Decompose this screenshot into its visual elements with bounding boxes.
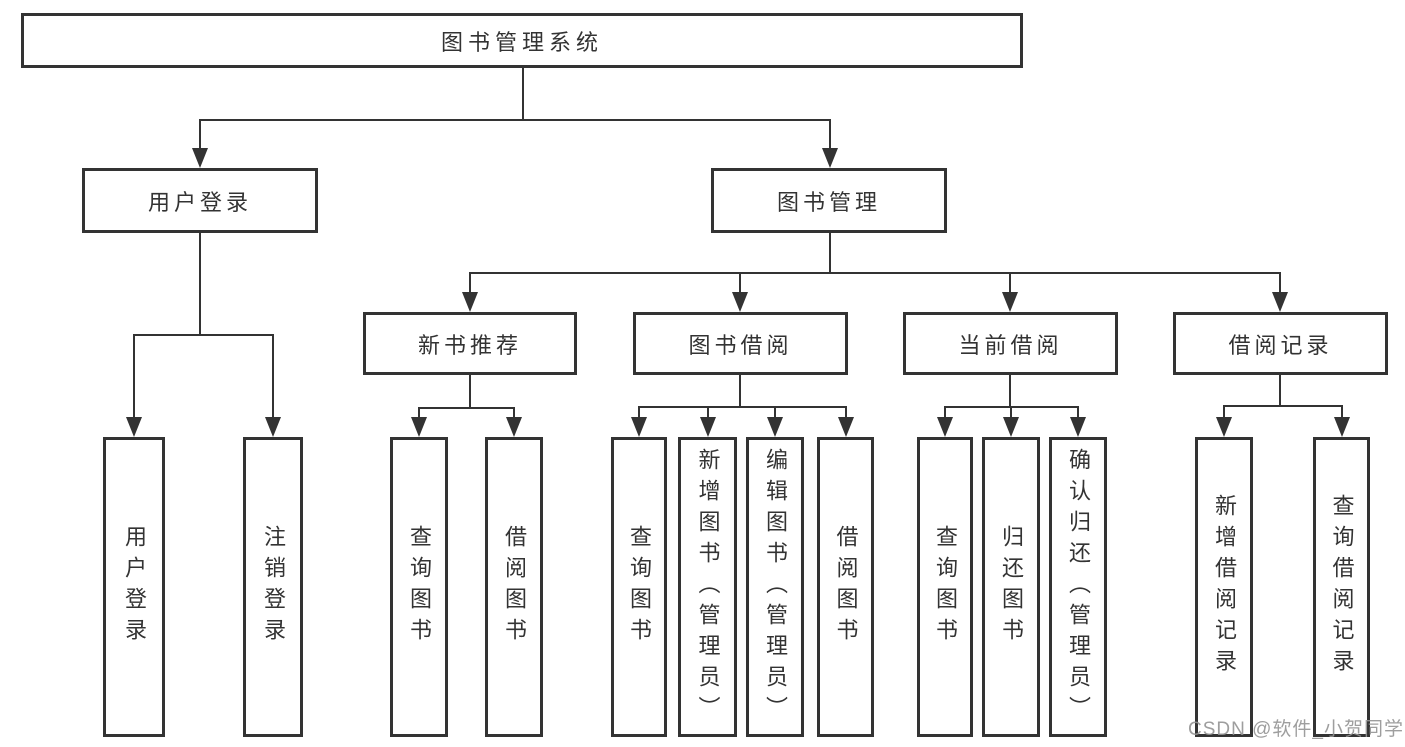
connector-arm	[637, 407, 641, 421]
arrowhead-down-icon	[126, 417, 142, 437]
connector-arm	[706, 407, 710, 421]
arrowhead-down-icon	[732, 292, 748, 312]
connector-arm	[1222, 406, 1226, 421]
connector-branch	[132, 333, 275, 337]
connector-arm	[512, 408, 516, 421]
node-label-nbr-borrow: 借阅图书	[502, 525, 527, 649]
connector-arm	[417, 408, 421, 421]
node-label-cb-return: 归还图书	[999, 525, 1024, 649]
connector-stem	[468, 375, 472, 408]
arrowhead-down-icon	[411, 417, 427, 437]
connector-arm	[738, 273, 742, 296]
node-label-bb-borrow: 借阅图书	[833, 525, 859, 649]
node-label-cb-query: 查询图书	[933, 525, 958, 649]
node-label-nbr-query: 查询图书	[407, 525, 432, 649]
node-cb-confirm: 确认归还（管理员）	[1049, 437, 1107, 737]
connector-arm	[1008, 273, 1012, 296]
arrowhead-down-icon	[1216, 417, 1232, 437]
node-cb-return: 归还图书	[982, 437, 1040, 737]
node-label-current-borrow: 当前借阅	[958, 332, 1063, 358]
connector-stem	[198, 233, 202, 335]
node-nbr-query: 查询图书	[390, 437, 448, 737]
node-br-query: 查询借阅记录	[1313, 437, 1370, 737]
connector-arm	[198, 120, 202, 152]
connector-arm	[132, 335, 136, 421]
arrowhead-down-icon	[631, 417, 647, 437]
node-label-new-book-rec: 新书推荐	[417, 332, 522, 358]
node-label-br-query: 查询借阅记录	[1329, 494, 1355, 680]
connector-branch	[417, 406, 516, 410]
node-root: 图书管理系统	[21, 13, 1023, 68]
node-cb-query: 查询图书	[917, 437, 973, 737]
node-label-br-add: 新增借阅记录	[1212, 494, 1237, 680]
node-label-borrow-record: 借阅记录	[1228, 332, 1333, 358]
arrowhead-down-icon	[700, 417, 716, 437]
node-borrow-record: 借阅记录	[1173, 312, 1388, 375]
arrowhead-down-icon	[767, 417, 783, 437]
connector-branch	[468, 271, 1282, 275]
connector-arm	[1278, 273, 1282, 296]
node-bb-borrow: 借阅图书	[817, 437, 874, 737]
connector-stem	[828, 233, 832, 273]
connector-arm	[844, 407, 848, 421]
node-bb-edit: 编辑图书（管理员）	[746, 437, 804, 737]
node-label-bb-edit: 编辑图书（管理员）	[763, 447, 788, 727]
connector-arm	[943, 407, 947, 421]
arrowhead-down-icon	[1334, 417, 1350, 437]
node-label-bb-add: 新增图书（管理员）	[695, 447, 721, 727]
node-label-user-login: 用户登录	[147, 189, 252, 215]
node-label-bb-query: 查询图书	[627, 525, 652, 649]
node-user-login: 用户登录	[82, 168, 318, 233]
node-label-book-mgmt: 图书管理	[776, 189, 881, 215]
connector-arm	[271, 335, 275, 421]
node-user-login-v: 用户登录	[103, 437, 165, 737]
node-book-borrow: 图书借阅	[633, 312, 848, 375]
node-label-book-borrow: 图书借阅	[688, 332, 793, 358]
node-label-logout-v: 注销登录	[261, 525, 286, 649]
arrowhead-down-icon	[937, 417, 953, 437]
node-bb-add: 新增图书（管理员）	[678, 437, 737, 737]
node-logout-v: 注销登录	[243, 437, 303, 737]
connector-arm	[1076, 407, 1080, 421]
node-current-borrow: 当前借阅	[903, 312, 1118, 375]
arrowhead-down-icon	[1272, 292, 1288, 312]
connector-branch	[198, 118, 832, 122]
connector-arm	[1340, 406, 1344, 421]
arrowhead-down-icon	[822, 148, 838, 168]
node-label-cb-confirm: 确认归还（管理员）	[1066, 447, 1091, 727]
connector-arm	[773, 407, 777, 421]
connector-branch	[637, 405, 848, 409]
arrowhead-down-icon	[462, 292, 478, 312]
arrowhead-down-icon	[1003, 417, 1019, 437]
connector-stem	[521, 68, 525, 120]
connector-arm	[1009, 407, 1013, 421]
node-new-book-rec: 新书推荐	[363, 312, 577, 375]
node-br-add: 新增借阅记录	[1195, 437, 1253, 737]
connector-stem	[1008, 375, 1012, 407]
node-label-user-login-v: 用户登录	[122, 525, 147, 649]
arrowhead-down-icon	[838, 417, 854, 437]
node-label-root: 图书管理系统	[440, 29, 603, 55]
node-bb-query: 查询图书	[611, 437, 667, 737]
arrowhead-down-icon	[192, 148, 208, 168]
connector-branch	[1222, 404, 1344, 408]
watermark: CSDN @软件_小贺同学	[1188, 719, 1404, 740]
arrowhead-down-icon	[1002, 292, 1018, 312]
arrowhead-down-icon	[265, 417, 281, 437]
connector-arm	[828, 120, 832, 152]
connector-stem	[738, 375, 742, 407]
arrowhead-down-icon	[1070, 417, 1086, 437]
connector-stem	[1278, 375, 1282, 406]
arrowhead-down-icon	[506, 417, 522, 437]
connector-arm	[468, 273, 472, 296]
node-nbr-borrow: 借阅图书	[485, 437, 543, 737]
node-book-mgmt: 图书管理	[711, 168, 947, 233]
